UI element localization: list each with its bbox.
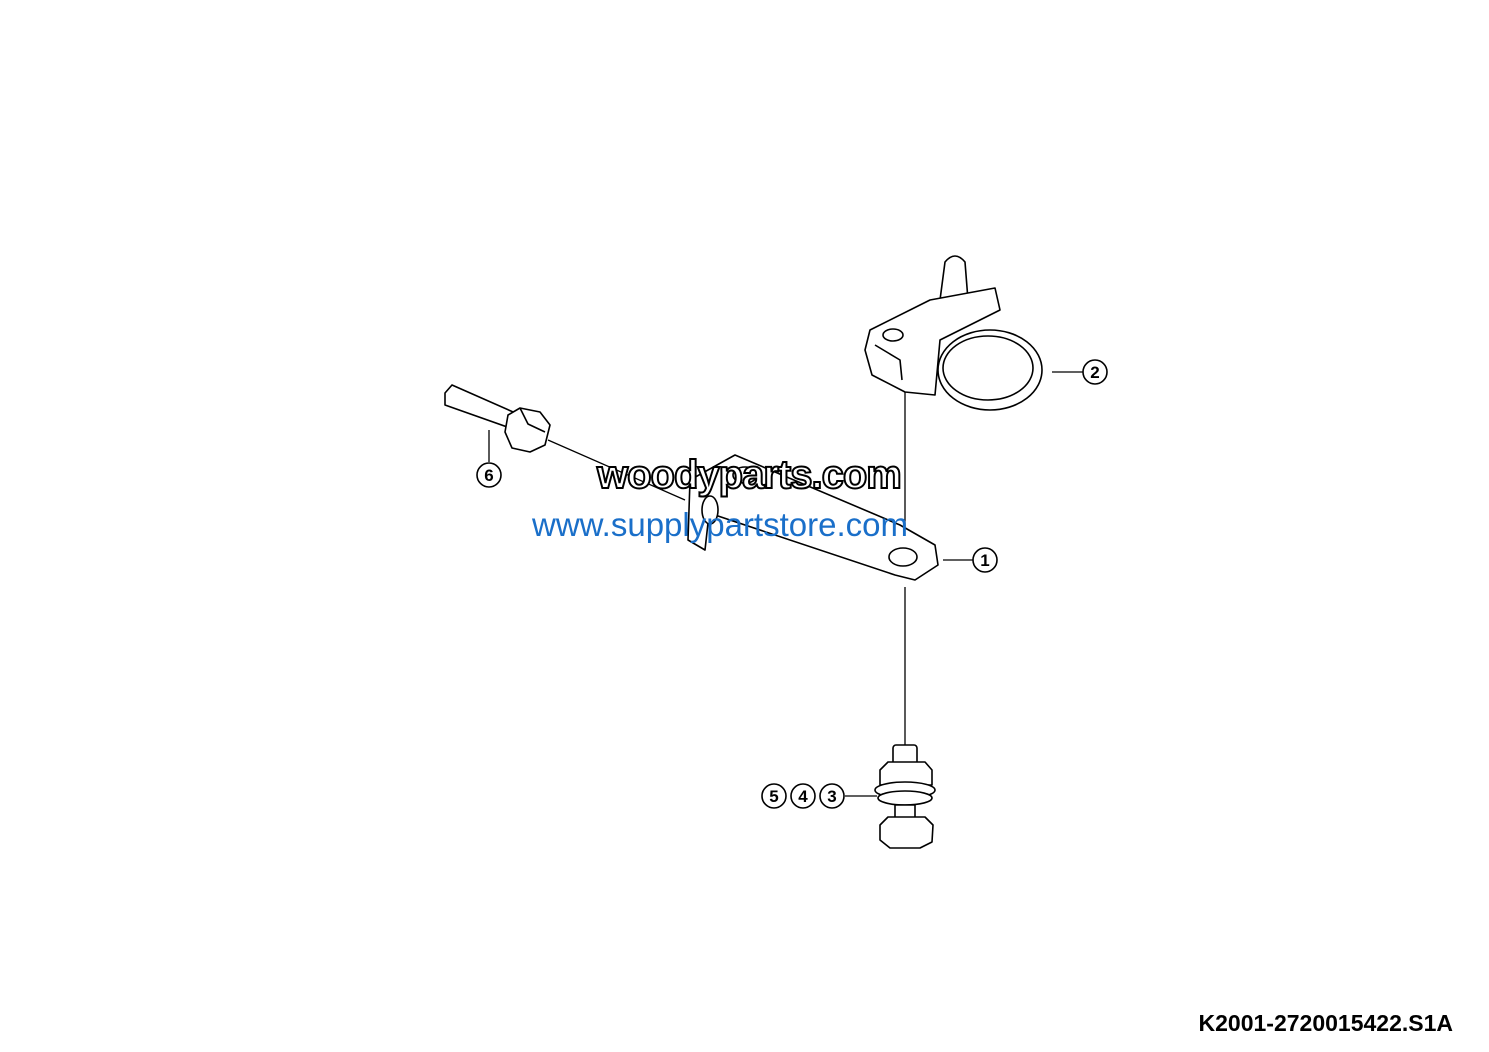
part-bracket xyxy=(687,454,939,581)
callout-label: 3 xyxy=(827,787,836,806)
callout-4: 4 xyxy=(790,783,816,809)
watermark-black: woodyparts.com xyxy=(596,452,903,498)
callout-label: 6 xyxy=(484,466,493,485)
part-fastener-stack xyxy=(874,744,936,849)
callout-6: 6 xyxy=(476,462,502,488)
callout-2: 2 xyxy=(1082,359,1108,385)
callout-1: 1 xyxy=(972,547,998,573)
callout-label: 2 xyxy=(1090,363,1099,382)
drawing-code: K2001-2720015422.S1A xyxy=(1198,1010,1453,1036)
part-hex-bolt xyxy=(444,384,551,453)
leader-lines xyxy=(488,371,1083,797)
callout-label: 5 xyxy=(769,787,778,806)
callout-label: 1 xyxy=(980,551,989,570)
callout-3: 3 xyxy=(819,783,845,809)
callout-5: 5 xyxy=(761,783,787,809)
watermark-blue: www.supplypartstore.com xyxy=(532,506,908,543)
part-clamp xyxy=(864,255,1043,411)
callout-label: 4 xyxy=(798,787,808,806)
